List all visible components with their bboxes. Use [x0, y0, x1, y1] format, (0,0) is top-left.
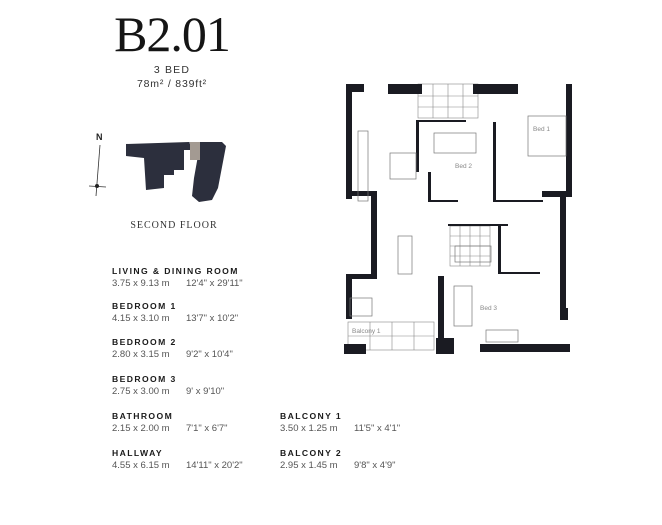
label-balcony-1: Balcony 1 — [352, 328, 381, 335]
label-bed-2: Bed 2 — [455, 163, 472, 170]
floor-label: SECOND FLOOR — [130, 220, 218, 231]
dining-table — [389, 152, 417, 180]
floor-plan: Bed 1 Bed 2 Bed 3 Balcony 1 — [344, 83, 572, 354]
building-key-plan: N — [88, 132, 226, 202]
unit-highlight — [190, 142, 200, 160]
bed-count: 3 BED — [153, 64, 191, 76]
unit-area: 78m² / 839ft² — [137, 78, 207, 90]
walls — [344, 84, 572, 354]
desk-bed-3 — [485, 329, 519, 343]
bathtub — [454, 245, 492, 263]
label-bed-3: Bed 3 — [480, 305, 497, 312]
desk — [349, 297, 373, 317]
kitchen-counter — [357, 130, 369, 202]
bed-3 — [453, 285, 473, 327]
furniture — [349, 115, 567, 343]
north-arrow-icon: N — [88, 132, 107, 197]
building-footprint — [126, 142, 193, 190]
bed-1 — [527, 115, 567, 157]
unit-title: B2.01 — [114, 6, 231, 62]
label-bed-1: Bed 1 — [533, 126, 550, 133]
north-label: N — [96, 132, 103, 142]
bed-2 — [433, 132, 477, 154]
sofa — [397, 235, 413, 275]
